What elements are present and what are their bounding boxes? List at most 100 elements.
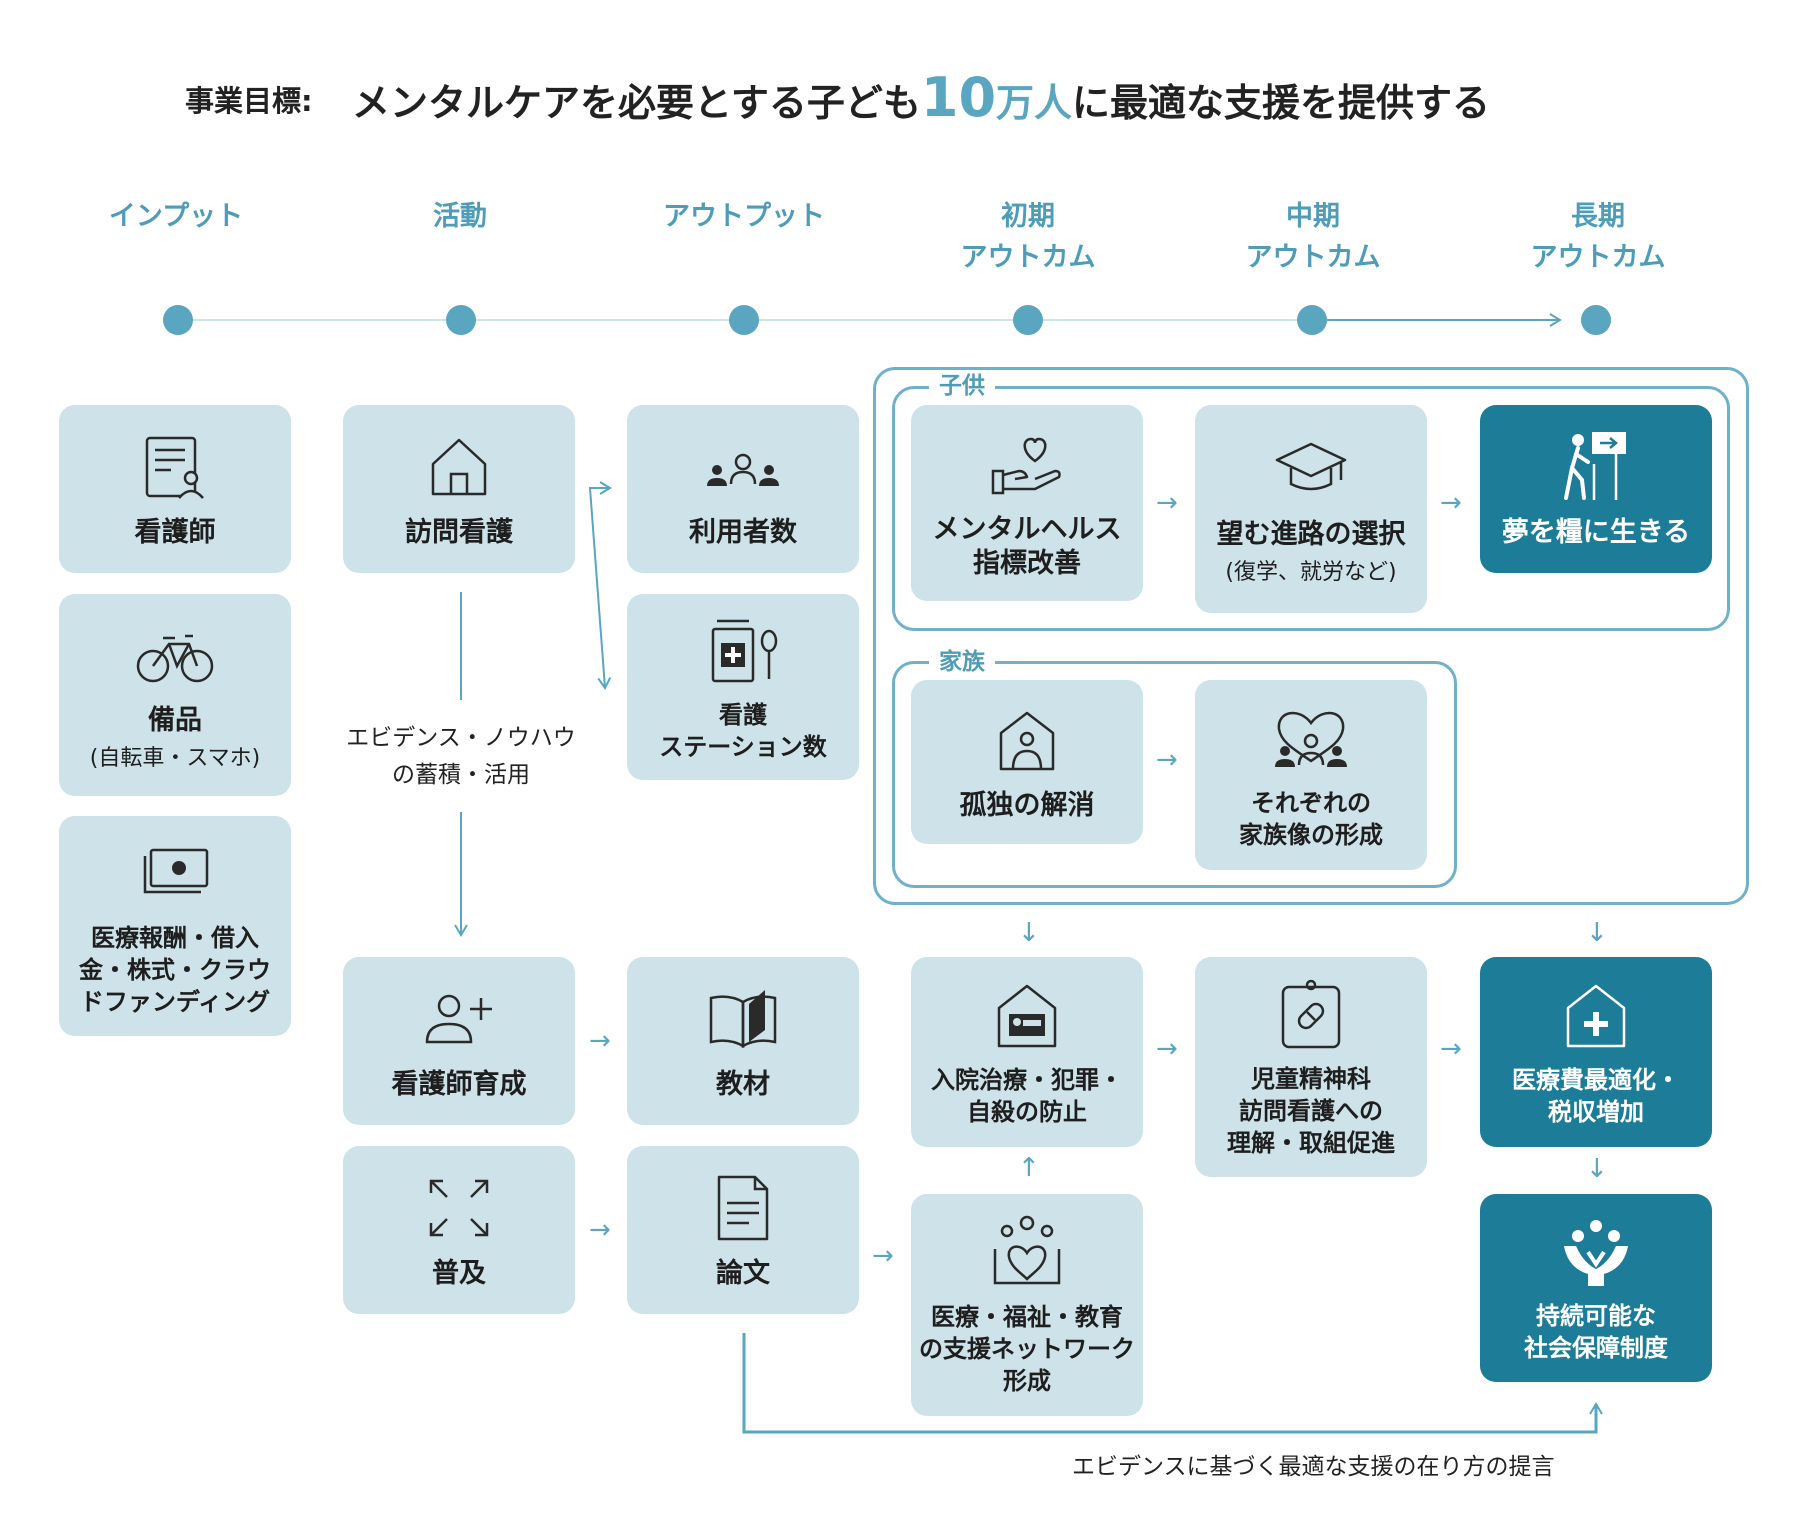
timeline-dot — [1013, 305, 1043, 335]
card-label: 持続可能な 社会保障制度 — [1524, 1302, 1668, 1362]
arrow-right: → — [1156, 488, 1178, 518]
title-after: に最適な支援を提供する — [1072, 81, 1491, 125]
stage-line1: 長期 — [1571, 201, 1625, 232]
bottom-connector-arrow — [742, 1333, 1603, 1434]
group-child-label: 子供 — [929, 372, 995, 400]
stage-initial-outcome: 初期アウトカム — [918, 196, 1138, 278]
card-label: メンタルヘルス 指標改善 — [932, 514, 1122, 579]
title-number: 10 — [920, 66, 997, 129]
card-family-image: それぞれの 家族像の形成 — [1195, 680, 1427, 870]
card-label: 入院治療・犯罪・ 自殺の防止 — [931, 1066, 1123, 1126]
profile-document-icon — [145, 436, 204, 499]
book-icon — [709, 990, 777, 1049]
timeline-dot — [446, 305, 476, 335]
card-papers: 論文 — [627, 1146, 859, 1314]
card-visit-nursing: 訪問看護 — [343, 405, 575, 573]
card-label: 利用者数 — [689, 517, 797, 548]
stage-activity: 活動 — [350, 196, 570, 237]
card-stations: 看護 ステーション数 — [627, 594, 859, 780]
stage-output: アウトプット — [634, 196, 854, 237]
card-nurse: 看護師 — [59, 405, 291, 573]
card-network: 医療・福祉・教育 の支援ネットワーク 形成 — [911, 1194, 1143, 1416]
card-label: 論文 — [716, 1258, 770, 1289]
money-bill-icon — [143, 848, 209, 894]
add-user-icon — [425, 994, 492, 1044]
stage-mid-outcome: 中期アウトカム — [1203, 196, 1423, 278]
house-icon — [431, 438, 487, 496]
card-label: 看護師育成 — [391, 1069, 527, 1100]
card-mental-health: メンタルヘルス 指標改善 — [911, 405, 1143, 601]
graduation-cap-icon — [1275, 442, 1347, 491]
card-label: 教材 — [716, 1069, 770, 1100]
hiker-sign-icon — [1564, 432, 1626, 500]
group-child — [892, 386, 1730, 631]
bicycle-icon — [136, 634, 214, 683]
card-dissemination: 普及 — [343, 1146, 575, 1314]
card-label: 児童精神科 訪問看護への 理解・取組促進 — [1227, 1065, 1395, 1157]
arrow-right: → — [1156, 1034, 1178, 1064]
stage-line1: 初期 — [1001, 201, 1055, 232]
network-heart-icon — [993, 1215, 1061, 1285]
bottom-note: エビデンスに基づく最適な支援の在り方の提言 — [1072, 1454, 1555, 1480]
arrow-down: ↓ — [1586, 918, 1608, 948]
medicine-bottle-icon — [711, 619, 778, 683]
card-prevention: 入院治療・犯罪・ 自殺の防止 — [911, 957, 1143, 1147]
stage-line2: アウトカム — [960, 242, 1096, 273]
timeline-dot — [1581, 305, 1611, 335]
stage-input: インプット — [66, 196, 286, 237]
card-label: それぞれの 家族像の形成 — [1239, 789, 1383, 849]
card-label: 普及 — [432, 1258, 486, 1289]
card-understanding: 児童精神科 訪問看護への 理解・取組促進 — [1195, 957, 1427, 1177]
arrow-right: → — [1440, 488, 1462, 518]
card-isolation: 孤独の解消 — [911, 680, 1143, 844]
document-icon — [717, 1175, 769, 1241]
timeline-dot — [1297, 305, 1327, 335]
hospital-bed-icon — [997, 984, 1057, 1048]
home-person-icon — [999, 711, 1055, 771]
arrow-right: → — [1440, 1034, 1462, 1064]
card-label: 医療費最適化・ 税収増加 — [1512, 1066, 1680, 1126]
arrow-right: → — [589, 1026, 611, 1056]
card-label: 医療報酬・借入 金・株式・クラウ ドファンディング — [79, 924, 271, 1016]
arrow-up: ↑ — [1018, 1153, 1040, 1183]
card-social-security: 持続可能な 社会保障制度 — [1480, 1194, 1712, 1382]
card-label: 医療・福祉・教育 の支援ネットワーク 形成 — [919, 1303, 1135, 1395]
card-dream: 夢を糧に生きる — [1480, 405, 1712, 573]
card-funding: 医療報酬・借入 金・株式・クラウ ドファンディング — [59, 816, 291, 1036]
card-materials: 教材 — [627, 957, 859, 1125]
stage-long-outcome: 長期アウトカム — [1488, 196, 1708, 278]
card-sub-label: (自転車・スマホ) — [89, 746, 261, 771]
card-career: 望む進路の選択 (復学、就労など) — [1195, 405, 1427, 613]
card-medical-cost: 医療費最適化・ 税収増加 — [1480, 957, 1712, 1147]
arrow-right: → — [1156, 745, 1178, 775]
group-family — [892, 661, 1457, 888]
card-sub-label: (復学、就労など) — [1225, 560, 1397, 585]
stage-line2: アウトカム — [1530, 242, 1666, 273]
page-title: メンタルケアを必要とする子ども10万人に最適な支援を提供する — [352, 66, 1490, 129]
card-equipment: 備品 (自転車・スマホ) — [59, 594, 291, 796]
expand-arrows-icon — [429, 1179, 489, 1237]
title-unit: 万人 — [996, 81, 1073, 125]
card-label: 訪問看護 — [405, 517, 513, 548]
card-nurse-training: 看護師育成 — [343, 957, 575, 1125]
heart-family-icon — [1275, 711, 1347, 767]
medical-house-icon — [1566, 984, 1626, 1048]
pill-clipboard-icon — [1281, 979, 1341, 1049]
card-label: 望む進路の選択 — [1216, 519, 1406, 550]
hands-support-icon — [1564, 1220, 1628, 1286]
card-users: 利用者数 — [627, 405, 859, 573]
stage-line2: アウトカム — [1245, 242, 1381, 273]
stage-line2: インプット — [108, 201, 244, 232]
arrow-down: ↓ — [1586, 1154, 1608, 1184]
arrow-down: ↓ — [1018, 918, 1040, 948]
outcome-group-outer — [873, 367, 1749, 905]
card-label: 孤独の解消 — [959, 790, 1095, 821]
arrow-right: → — [872, 1241, 894, 1271]
stage-line1: 中期 — [1286, 201, 1340, 232]
evidence-note: エビデンス・ノウハウ の蓄積・活用 — [346, 725, 576, 788]
card-label: 看護師 — [134, 517, 216, 548]
card-label: 夢を糧に生きる — [1501, 517, 1691, 548]
title-before: メンタルケアを必要とする子ども — [352, 81, 921, 125]
timeline-dot — [729, 305, 759, 335]
